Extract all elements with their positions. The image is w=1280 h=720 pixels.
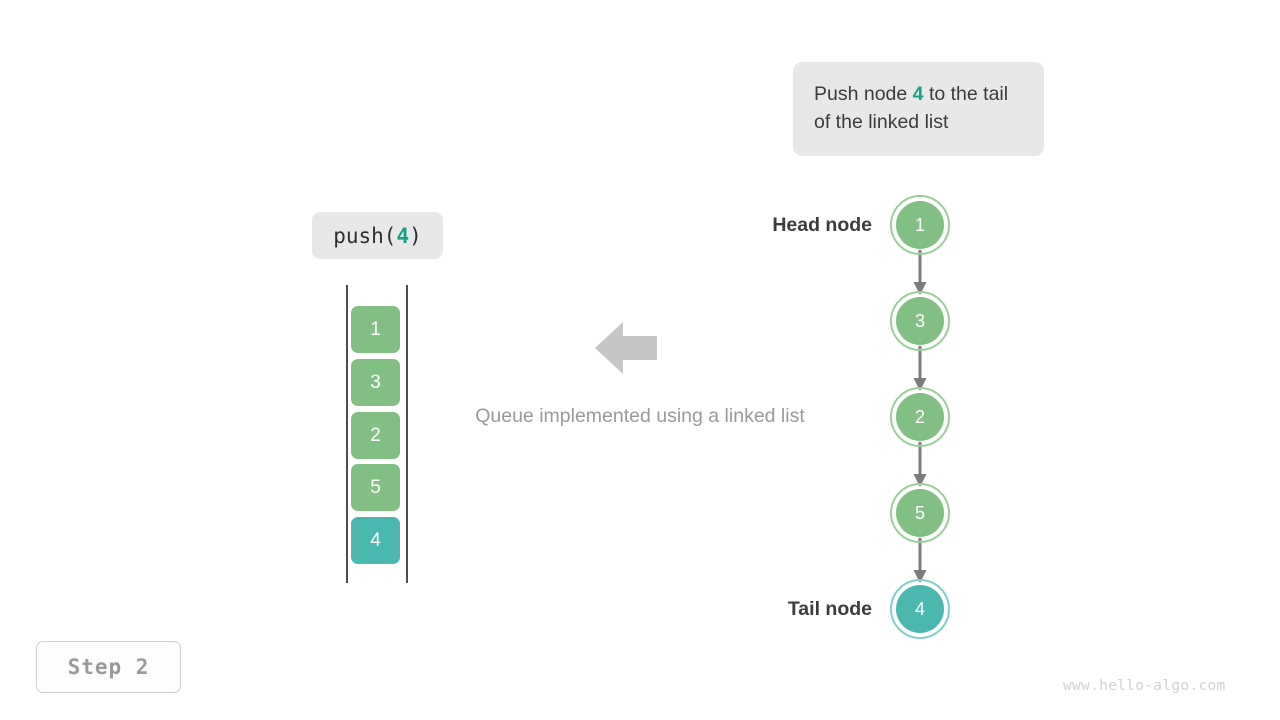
node-ring xyxy=(890,579,950,639)
linked-list-edge xyxy=(912,538,928,591)
linked-list-node: 5 xyxy=(890,483,950,543)
linked-list-node: 3 xyxy=(890,291,950,351)
queue-cell-value: 5 xyxy=(370,476,381,498)
queue-rail-right xyxy=(406,285,408,583)
node-value: 4 xyxy=(896,585,944,633)
left-arrow-icon xyxy=(595,320,657,381)
operation-suffix: ) xyxy=(409,223,422,248)
head-node-label: Head node xyxy=(772,214,872,236)
description-callout: Push node 4 to the tail of the linked li… xyxy=(793,62,1044,156)
operation-label: push(4) xyxy=(312,212,443,259)
node-value: 3 xyxy=(896,297,944,345)
linked-list-edge xyxy=(912,250,928,303)
linked-list-node: 1 xyxy=(890,195,950,255)
node-value: 1 xyxy=(896,201,944,249)
node-ring xyxy=(890,195,950,255)
operation-prefix: push( xyxy=(333,223,397,248)
step-badge: Step 2 xyxy=(36,641,181,693)
node-ring xyxy=(890,387,950,447)
queue-rail-left xyxy=(346,285,348,583)
queue-cell-value: 1 xyxy=(370,318,381,340)
linked-list-node: 2 xyxy=(890,387,950,447)
description-suffix: to the tail of the linked list xyxy=(814,83,1009,133)
watermark: www.hello-algo.com xyxy=(1063,678,1226,694)
queue-cell: 5 xyxy=(351,464,400,511)
node-ring xyxy=(890,291,950,351)
description-prefix: Push node xyxy=(814,83,913,105)
queue-cell: 2 xyxy=(351,412,400,459)
linked-list-edge xyxy=(912,442,928,495)
description-highlight-value: 4 xyxy=(912,83,924,105)
queue-cell-value: 2 xyxy=(370,424,381,446)
node-ring xyxy=(890,483,950,543)
linked-list-node-tail: 4 xyxy=(890,579,950,639)
queue-cell: 3 xyxy=(351,359,400,406)
queue-cell-value: 4 xyxy=(370,529,381,551)
structure-caption: Queue implemented using a linked list xyxy=(475,405,805,427)
operation-argument: 4 xyxy=(396,223,410,248)
queue-cell-value: 3 xyxy=(370,371,381,393)
node-value: 2 xyxy=(896,393,944,441)
tail-node-label: Tail node xyxy=(787,598,872,620)
queue-cell: 4 xyxy=(351,517,400,564)
node-value: 5 xyxy=(896,489,944,537)
linked-list-edge xyxy=(912,346,928,399)
queue-cell: 1 xyxy=(351,306,400,353)
